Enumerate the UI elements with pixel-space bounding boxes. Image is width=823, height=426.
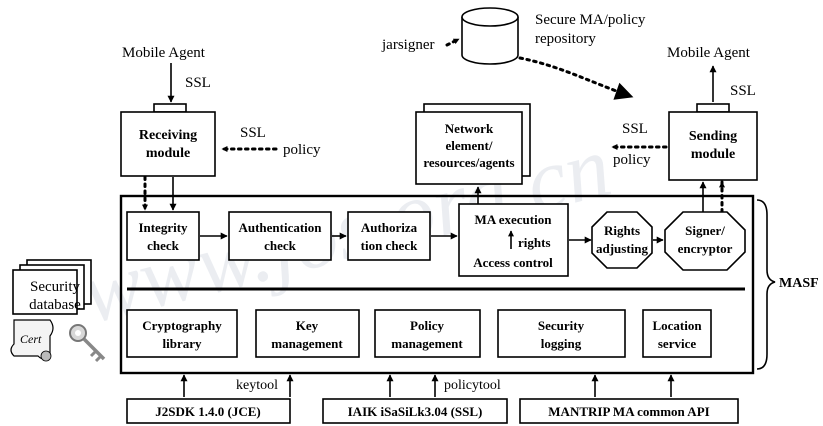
j2sdk-label: J2SDK 1.4.0 (JCE)	[155, 404, 260, 419]
authorization-check-box	[347, 211, 431, 261]
sending-module-box	[668, 111, 758, 181]
integrity-check-line1: Integrity	[138, 220, 188, 235]
ssl-send-label: SSL	[622, 121, 648, 137]
location-service-box	[642, 309, 712, 358]
jarsigner-label: jarsigner	[381, 37, 434, 53]
security-logging-box	[497, 309, 626, 358]
security-database-line2: database	[29, 297, 81, 313]
network-element-line3: resources/agents	[423, 155, 514, 170]
ssl-in-label: SSL	[185, 75, 211, 91]
cert-scroll-icon	[10, 319, 54, 362]
iaik-box	[322, 398, 508, 424]
integrity-check-box	[126, 211, 200, 261]
mobile-agent-out-label: Mobile Agent	[667, 45, 751, 61]
j2sdk-box	[126, 398, 291, 424]
masf-frame	[119, 194, 755, 375]
rights-adjusting-octagon	[591, 211, 653, 269]
policy-management-line1: Policy	[410, 318, 444, 333]
policy-management-box	[374, 309, 481, 358]
cryptography-library-box	[126, 309, 238, 358]
cryptography-library-line1: Cryptography	[142, 318, 222, 333]
security-database-stack	[12, 259, 92, 315]
repository-to-sending-arrow	[518, 56, 634, 100]
keytool-label: keytool	[236, 378, 278, 393]
rights-adjusting-line1: Rights	[604, 223, 640, 238]
ssl-recv-label: SSL	[240, 125, 266, 141]
jarsigner-arrow	[445, 37, 461, 47]
sending-port	[696, 103, 730, 113]
receiving-module-line2: module	[146, 146, 190, 161]
network-element-line2: element/	[446, 138, 493, 153]
security-database-line1: Security	[30, 279, 80, 295]
repository-label-line1: Secure MA/policy	[535, 12, 646, 28]
policy-recv-label: policy	[283, 142, 321, 158]
signer-encryptor-octagon	[664, 211, 746, 271]
mantrip-box	[519, 398, 739, 424]
masf-brace	[756, 199, 776, 370]
access-control-label: Access control	[473, 255, 553, 270]
cert-label: Cert	[20, 332, 42, 346]
integrity-check-line2: check	[147, 238, 180, 253]
cryptography-library-line2: library	[163, 336, 202, 351]
authorization-check-line2: tion check	[361, 238, 418, 253]
receiving-module-line1: Receiving	[139, 128, 197, 143]
security-logging-line2: logging	[541, 336, 582, 351]
ssl-out-label: SSL	[730, 83, 756, 99]
authentication-check-line2: check	[264, 238, 297, 253]
authentication-check-box	[228, 211, 332, 261]
location-service-line2: service	[658, 336, 696, 351]
sending-module-line1: Sending	[689, 129, 737, 144]
rights-inner-label: rights	[518, 235, 551, 250]
policy-management-line2: management	[391, 336, 463, 351]
network-element-line1: Network	[445, 121, 494, 136]
receiving-module-box	[120, 111, 216, 177]
network-element-box	[415, 111, 523, 185]
signer-encryptor-line2: encryptor	[678, 241, 733, 256]
key-management-box	[255, 309, 360, 358]
key-icon	[69, 324, 106, 363]
ma-execution-label: MA execution	[475, 212, 553, 227]
sending-module-line2: module	[691, 147, 735, 162]
security-logging-line1: Security	[538, 318, 585, 333]
policy-send-label: policy	[613, 152, 651, 168]
ma-execution-box	[458, 203, 569, 277]
policytool-label: policytool	[444, 378, 501, 393]
key-management-line1: Key	[296, 318, 319, 333]
repository-cylinder	[461, 7, 519, 65]
signer-encryptor-line1: Signer/	[685, 223, 725, 238]
mobile-agent-in-label: Mobile Agent	[122, 45, 206, 61]
iaik-label: IAIK iSaSiLk3.04 (SSL)	[348, 404, 483, 419]
key-management-line2: management	[271, 336, 343, 351]
repository-label-line2: repository	[535, 31, 596, 47]
mantrip-label: MANTRIP MA common API	[548, 404, 709, 419]
location-service-line1: Location	[652, 318, 702, 333]
masf-label: MASF	[779, 276, 819, 291]
authentication-check-line1: Authentication	[238, 220, 322, 235]
receiving-port	[153, 103, 187, 113]
authorization-check-line1: Authoriza	[361, 220, 418, 235]
rights-adjusting-line2: adjusting	[596, 241, 649, 256]
